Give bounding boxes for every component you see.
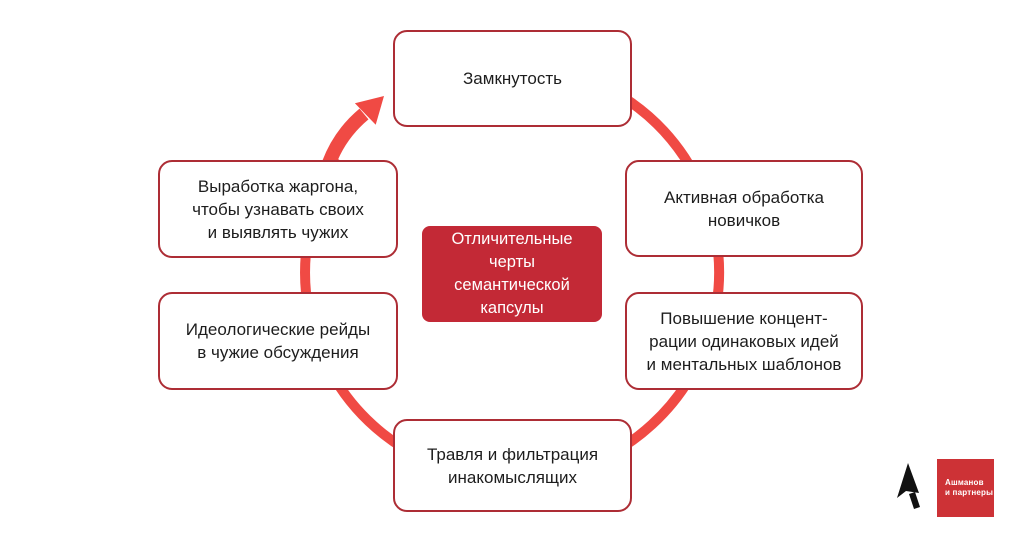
node-left-lower-label: Идеологические рейды в чужие обсуждения: [185, 320, 371, 362]
node-top: Замкнутость: [393, 30, 632, 127]
node-left-lower: Идеологические рейды в чужие обсуждения: [158, 292, 398, 390]
node-bottom-label: Травля и фильтрация инакомыслящих: [426, 444, 599, 487]
node-left-upper-label: Выработка жаргона, чтобы узнавать своих …: [192, 176, 364, 242]
logo-line1: Ашманов: [945, 477, 984, 487]
center-box: Отличительные черты семантической капсул…: [422, 226, 602, 322]
cycle-arrowhead-icon: [354, 96, 384, 125]
cycle-arrow-shaft: [322, 108, 369, 166]
node-bottom: Травля и фильтрация инакомыслящих: [393, 419, 632, 512]
logo-cursor-icon: [897, 463, 920, 509]
node-right-lower-label: Повышение концент- рации одинаковых идей…: [646, 308, 842, 374]
node-left-upper: Выработка жаргона, чтобы узнавать своих …: [158, 160, 398, 258]
node-top-label: Замкнутость: [463, 69, 562, 88]
logo-badge: Ашманов и партнеры: [937, 459, 994, 517]
node-right-lower: Повышение концент- рации одинаковых идей…: [625, 292, 863, 390]
center-box-label: Отличительные черты семантической капсул…: [451, 230, 573, 317]
logo-line2: и партнеры: [945, 488, 994, 497]
node-right-upper: Активная обработка новичков: [625, 160, 863, 257]
node-right-upper-label: Активная обработка новичков: [663, 187, 825, 230]
